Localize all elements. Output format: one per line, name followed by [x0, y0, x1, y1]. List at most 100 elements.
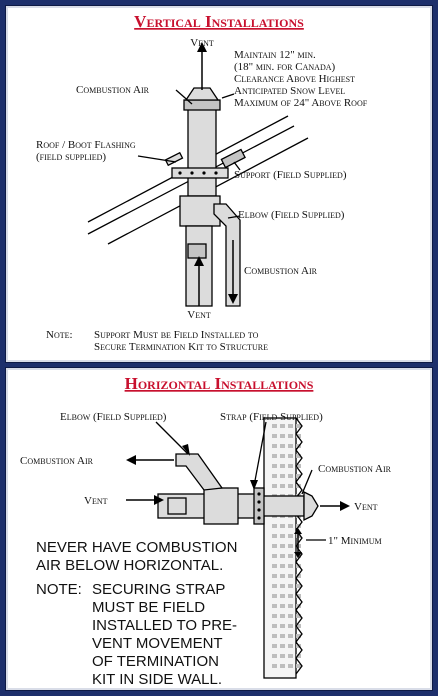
through-wall-pipe: [257, 495, 305, 517]
vent-right-arrowhead: [340, 501, 350, 511]
wall-brick: [280, 534, 285, 538]
wall-brick: [296, 434, 301, 438]
wall-brick: [288, 664, 293, 668]
wall-brick: [288, 574, 293, 578]
vertical-diagram: Vertical Installations: [36, 12, 368, 353]
wall-brick: [280, 524, 285, 528]
vertical-note-label: Note:: [46, 329, 73, 341]
wall-brick: [272, 544, 277, 548]
wall-brick: [280, 594, 285, 598]
leader-elbow-h: [155, 421, 189, 455]
wall-brick: [280, 444, 285, 448]
wall-brick: [288, 424, 293, 428]
wall-brick: [280, 624, 285, 628]
leader-elbow-arrowhead: [182, 444, 190, 456]
wall-brick: [288, 464, 293, 468]
strap: [253, 487, 265, 525]
wall-brick: [272, 624, 277, 628]
wall-brick: [288, 644, 293, 648]
vent-left-label: Vent: [84, 495, 108, 507]
wall-brick: [288, 634, 293, 638]
wall-brick: [272, 574, 277, 578]
wall-brick: [272, 524, 277, 528]
support-bolt-4: [214, 171, 218, 175]
wall-brick: [280, 544, 285, 548]
horizontal-elbow: [175, 453, 224, 491]
wall-brick: [288, 474, 293, 478]
wall-brick: [272, 554, 277, 558]
wall-brick: [272, 634, 277, 638]
horizontal-note-line4: VENT MOVEMENT: [92, 635, 223, 652]
wall-brick: [280, 434, 285, 438]
vertical-note-line2: Secure Termination Kit to Structure: [94, 341, 268, 353]
support-bolt-2: [190, 171, 194, 175]
support-label: Support (Field Supplied): [234, 169, 347, 181]
wall-brick: [280, 564, 285, 568]
horizontal-note-line2: MUST BE FIELD: [92, 599, 205, 616]
elbow-label: Elbow (Field Supplied): [238, 209, 345, 221]
maintain-line4: Anticipated Snow Level: [234, 85, 345, 97]
wall-brick: [272, 644, 277, 648]
wall-brick: [272, 654, 277, 658]
wall-brick: [280, 554, 285, 558]
wall-brick: [288, 434, 293, 438]
combustion-air-left-arrowhead: [126, 455, 136, 465]
wye-fitting-horizontal: [203, 487, 239, 525]
combustion-air-left-label: Combustion Air: [20, 455, 94, 467]
wall-brick: [288, 564, 293, 568]
wall-brick: [296, 474, 301, 478]
minimum-up-arrowhead: [294, 528, 302, 534]
horizontal-note-label: NOTE:: [36, 581, 82, 598]
strap-bolt-2: [257, 500, 261, 504]
combustion-air-bottom-label: Combustion Air: [244, 265, 318, 277]
wall-brick: [296, 574, 301, 578]
wall-brick: [272, 464, 277, 468]
wall-brick: [288, 594, 293, 598]
vertical-note-line1: Support Must be Field Installed to: [94, 329, 259, 341]
vent-right-label: Vent: [354, 501, 378, 513]
wall-brick: [296, 454, 301, 458]
horizontal-installations-panel: Horizontal Installations: [6, 368, 432, 690]
wall-brick: [280, 644, 285, 648]
wall-brick: [272, 474, 277, 478]
wall-brick: [296, 424, 301, 428]
wall-brick: [280, 604, 285, 608]
maintain-line1: Maintain 12" min.: [234, 49, 316, 61]
wall-brick: [288, 614, 293, 618]
wall-brick: [288, 654, 293, 658]
wall-brick: [288, 484, 293, 488]
wall-brick: [288, 444, 293, 448]
wall-brick: [280, 424, 285, 428]
minimum-down-arrowhead: [294, 552, 302, 558]
combustion-air-down-arrowhead: [228, 294, 238, 304]
vertical-pipe-upper: [187, 105, 217, 197]
horizontal-note-line3: INSTALLED TO PRE-: [92, 617, 237, 634]
vent-bottom-label: Vent: [187, 309, 211, 321]
termination-cap: [303, 490, 319, 522]
wall-brick: [280, 584, 285, 588]
warning-line1: NEVER HAVE COMBUSTION: [36, 539, 237, 556]
wall-brick: [280, 484, 285, 488]
leader-support: [233, 161, 241, 171]
wall-brick: [296, 664, 301, 668]
vent-left-arrowhead: [154, 495, 164, 505]
wall-brick: [272, 454, 277, 458]
maintain-line3: Clearance Above Highest: [234, 73, 355, 85]
wall-brick: [280, 454, 285, 458]
leader-clearance: [221, 93, 235, 99]
wall-brick: [288, 524, 293, 528]
horizontal-title: Horizontal Installations: [125, 374, 314, 393]
wall-brick: [296, 614, 301, 618]
wall-brick: [288, 544, 293, 548]
minimum-label: 1" Minimum: [328, 535, 382, 547]
vent-top-label: Vent: [190, 37, 214, 49]
vent-coupling: [167, 497, 187, 515]
wall-brick: [288, 454, 293, 458]
wall-brick: [272, 534, 277, 538]
wall-brick: [272, 564, 277, 568]
horizontal-note-line5: OF TERMINATION: [92, 653, 219, 670]
wall-brick: [272, 444, 277, 448]
roof-flashing-label-1: Roof / Boot Flashing: [36, 139, 136, 151]
maintain-line5: Maximum of 24" Above Roof: [234, 97, 368, 109]
